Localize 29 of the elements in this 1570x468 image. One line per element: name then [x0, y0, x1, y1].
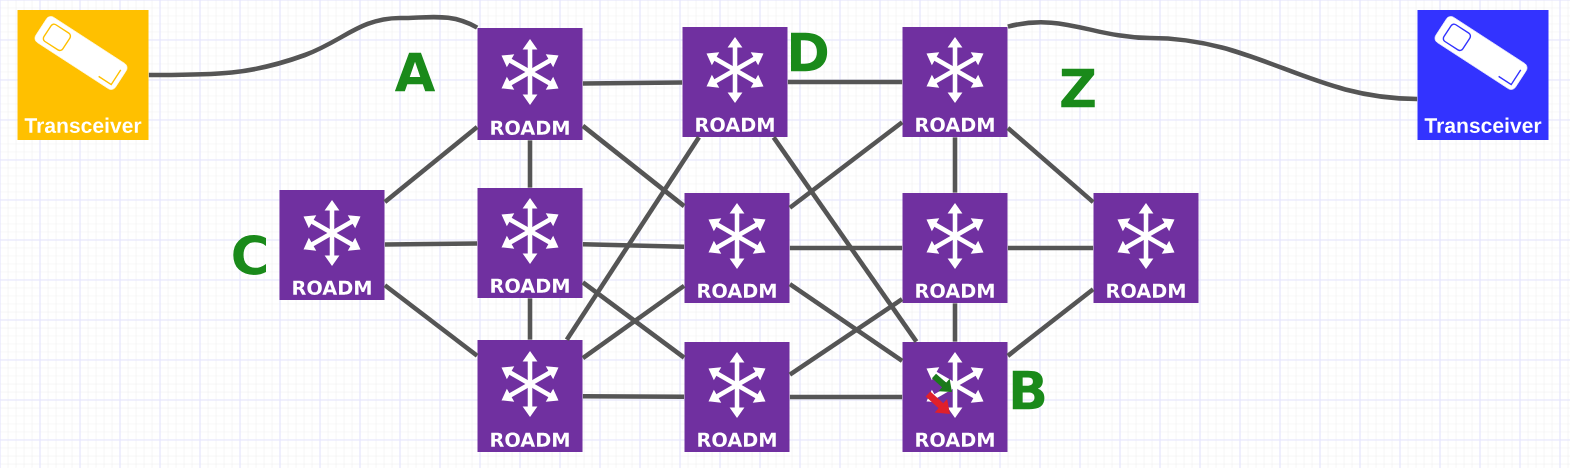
network-link — [384, 241, 478, 247]
node-letter: C — [233, 235, 266, 275]
network-link — [581, 124, 686, 208]
node-letter: Z — [1061, 68, 1095, 108]
node-letter: B — [1012, 370, 1045, 410]
network-link — [1007, 20, 1418, 102]
network-link — [788, 282, 904, 363]
network-link — [787, 79, 903, 85]
network-link — [788, 297, 904, 377]
network-link — [788, 120, 904, 210]
network-link — [952, 137, 958, 193]
network-link — [789, 394, 903, 400]
network-link — [1006, 126, 1095, 204]
node-letter: A — [394, 52, 436, 92]
network-link — [952, 303, 958, 342]
network-link — [148, 14, 479, 78]
node-letter: D — [791, 32, 828, 72]
network-link — [582, 80, 683, 86]
network-link — [564, 136, 701, 341]
network-link — [527, 140, 533, 188]
network-link — [789, 245, 903, 251]
network-link — [1006, 287, 1095, 358]
network-link — [771, 136, 919, 343]
network-link — [383, 125, 479, 204]
network-link — [383, 283, 479, 358]
network-link — [582, 393, 685, 400]
network-link — [527, 298, 533, 340]
network-link — [582, 242, 685, 249]
network-link — [1007, 245, 1094, 251]
